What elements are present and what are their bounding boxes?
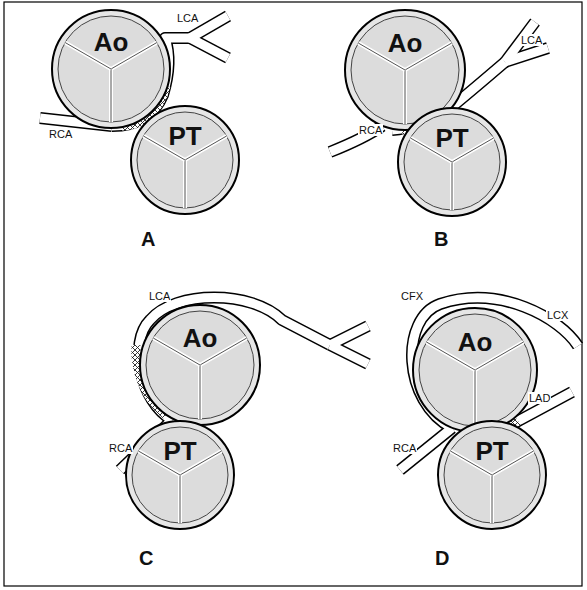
artery-label: RCA [48,128,73,140]
valve-outline [124,419,236,531]
vessel-name: PT [168,123,201,149]
valve-circle: PT [396,106,508,218]
valve-outline [411,306,539,434]
valve-circle: Ao [50,8,172,130]
vessel-name: PT [435,125,468,151]
valve-outline [138,303,262,427]
artery-label: LCX [546,309,569,321]
artery-label: RCA [108,442,133,454]
valve-circle: Ao [411,306,539,434]
vessel-name: Ao [388,30,423,56]
artery-label: LAD [528,392,551,404]
vessel-name: Ao [94,29,129,55]
artery-label: RCA [358,124,383,136]
valve-outline [129,104,241,216]
valve-outline [396,106,508,218]
valve-circle: PT [129,104,241,216]
panel-letter: D [434,547,450,569]
artery-label: CFX [400,290,424,302]
panel-letter: C [138,547,154,569]
panel-letter: B [433,228,449,250]
vessel-name: PT [475,438,508,464]
artery-label: LCA [520,34,543,46]
valve-circle: PT [124,419,236,531]
artery-label: LCA [176,12,199,24]
panel-letter: A [140,228,156,250]
valve-outline [436,419,548,531]
vessel-name: Ao [183,325,218,351]
valve-outline [50,8,172,130]
vessel-name: PT [163,438,196,464]
valve-circle: Ao [138,303,262,427]
artery-label: LCA [148,290,171,302]
valve-circle: PT [436,419,548,531]
artery-label: RCA [392,442,417,454]
vessel-name: Ao [458,329,493,355]
